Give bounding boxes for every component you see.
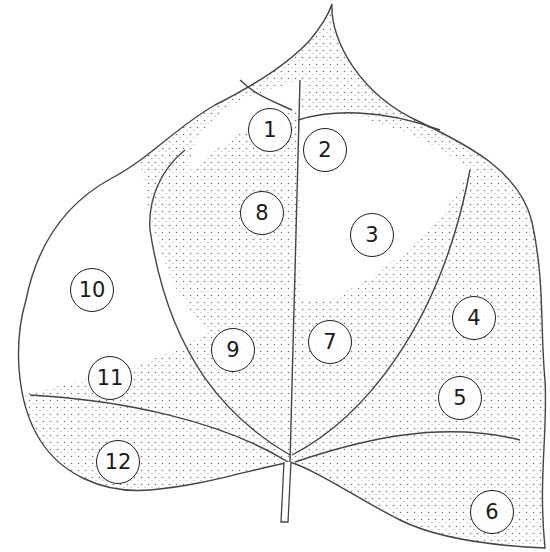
callout-circle: 11 xyxy=(88,356,132,400)
callout-number: 10 xyxy=(79,280,106,301)
callout-number: 7 xyxy=(323,332,336,353)
callout-number: 1 xyxy=(263,120,276,141)
callout-circle: 12 xyxy=(96,440,140,484)
callout-circle: 4 xyxy=(452,296,496,340)
callout-number: 6 xyxy=(485,502,498,523)
callout-number: 5 xyxy=(453,388,466,409)
callout-circle: 2 xyxy=(303,128,347,172)
callout-circle: 9 xyxy=(211,328,255,372)
callout-number: 4 xyxy=(467,308,480,329)
callout-circle: 10 xyxy=(70,268,114,312)
callout-circle: 6 xyxy=(470,490,514,534)
callout-circle: 1 xyxy=(248,108,292,152)
callout-number: 9 xyxy=(226,340,239,361)
callout-circle: 3 xyxy=(350,213,394,257)
callout-number: 8 xyxy=(255,203,268,224)
callout-number: 3 xyxy=(365,225,378,246)
callout-number: 2 xyxy=(318,140,331,161)
callout-number: 12 xyxy=(105,452,132,473)
callout-circle: 7 xyxy=(308,320,352,364)
callout-circle: 5 xyxy=(438,376,482,420)
callout-circle: 8 xyxy=(240,191,284,235)
callout-number: 11 xyxy=(97,368,124,389)
